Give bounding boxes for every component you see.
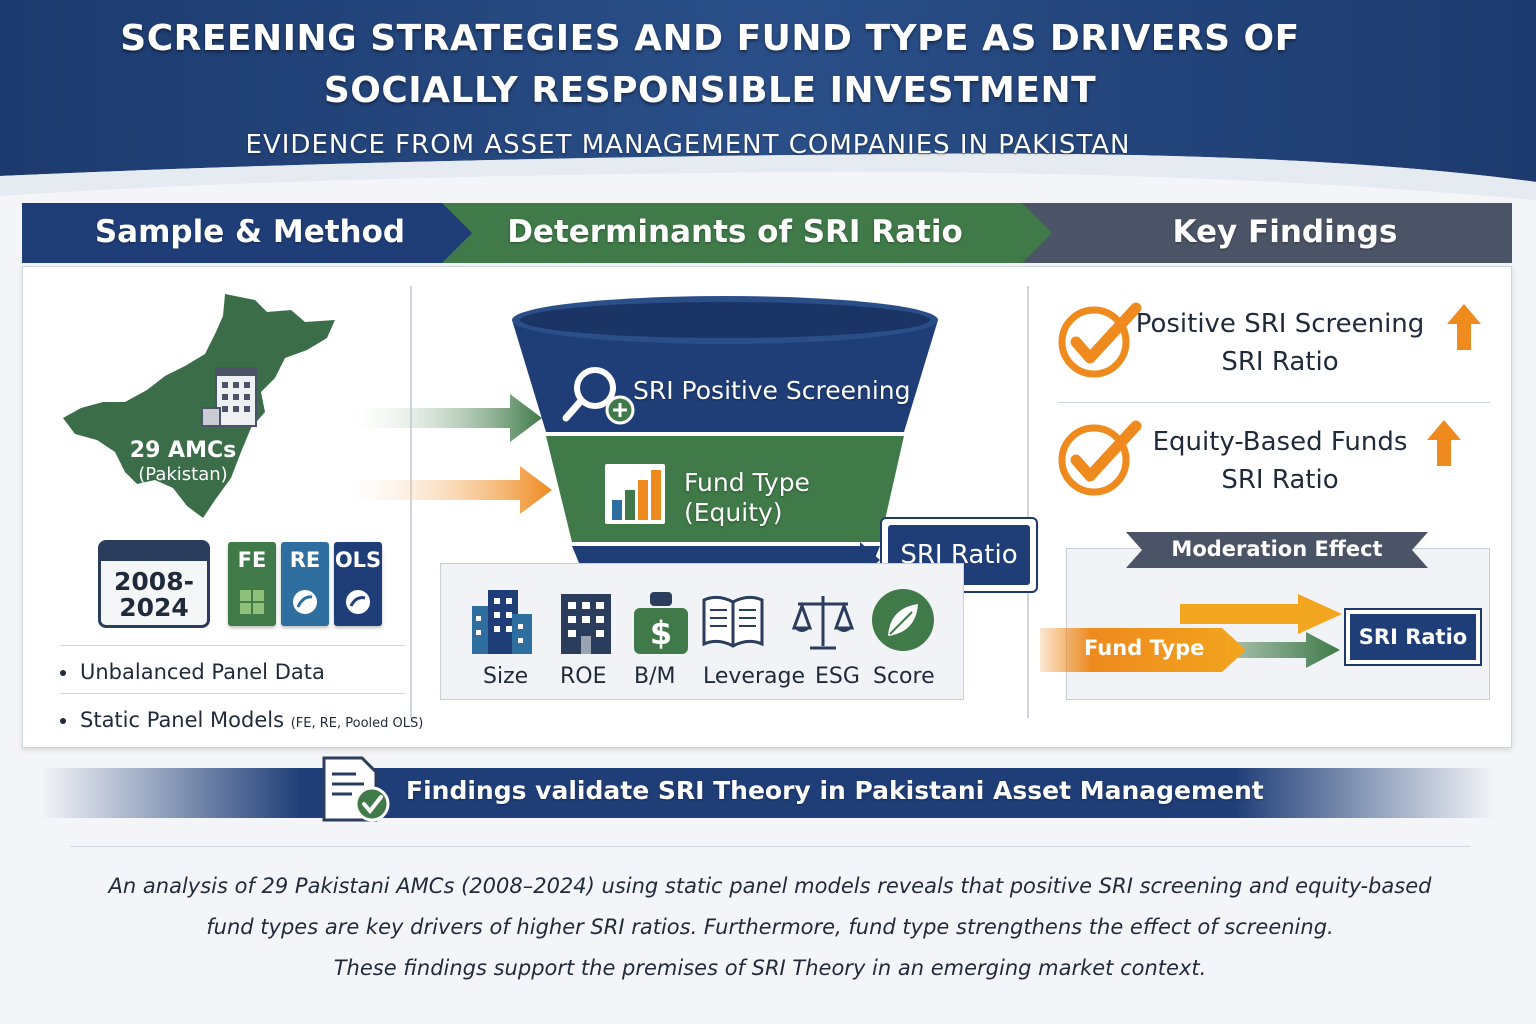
- footer-line-2: fund types are key drivers of higher SRI…: [206, 915, 1334, 939]
- divider-line: [60, 693, 405, 694]
- office-building-icon: [201, 367, 257, 427]
- curve-icon: [346, 590, 370, 614]
- moderation-arrows: [1040, 594, 1342, 672]
- section-band: [22, 203, 1512, 263]
- footer-divider: [70, 846, 1470, 847]
- amc-country: (Pakistan): [138, 464, 228, 485]
- column-divider: [410, 286, 412, 718]
- model-badge-re: RE: [281, 542, 329, 626]
- control-leverage: Leverage: [703, 664, 805, 689]
- footer-line-1: An analysis of 29 Pakistani AMCs (2008–2…: [108, 874, 1432, 898]
- moderation-sri-ratio: SRI Ratio: [1344, 608, 1482, 666]
- sample-period: 2008- 2024: [114, 567, 194, 622]
- grid-icon: [240, 590, 264, 614]
- model-badge-ols: OLS: [334, 542, 382, 626]
- moderation-fund-type: Fund Type: [1084, 636, 1205, 660]
- control-size: Size: [483, 664, 529, 689]
- layer-fund-type: Fund Type (Equity): [684, 468, 810, 527]
- finding-equity-funds: Equity-Based Funds SRI Ratio: [1152, 427, 1408, 495]
- bullet-panel-data: Unbalanced Panel Data: [60, 660, 325, 684]
- leaf-icon: [872, 589, 934, 651]
- money-bag-icon: $: [634, 592, 688, 654]
- layer-positive-screening: SRI Positive Screening: [633, 376, 911, 405]
- pakistan-map-icon: [63, 294, 335, 518]
- footer-line-3: These findings support the premises of S…: [333, 956, 1207, 980]
- divider-line: [1058, 402, 1490, 403]
- control-bm: B/M: [634, 664, 676, 689]
- amc-count: 29 AMCs: [129, 438, 237, 463]
- svg-text:$: $: [650, 614, 672, 652]
- model-label-ols: OLS: [334, 548, 382, 572]
- calendar-icon: 2008- 2024: [98, 540, 210, 628]
- model-label-re: RE: [289, 548, 321, 572]
- section-determinants: Determinants of SRI Ratio: [507, 214, 963, 250]
- curve-icon: [293, 590, 317, 614]
- page-title-line-1: SCREENING STRATEGIES AND FUND TYPE AS DR…: [120, 18, 1300, 59]
- model-badge-fe: FE: [228, 542, 276, 626]
- moderation-title-ribbon: [1126, 532, 1428, 568]
- section-sample-method: Sample & Method: [94, 214, 406, 250]
- model-label-fe: FE: [237, 548, 267, 572]
- section-key-findings: Key Findings: [1172, 214, 1398, 250]
- balance-scale-icon: [791, 596, 855, 650]
- control-esg: ESG: [815, 664, 860, 689]
- page-title-line-2: SOCIALLY RESPONSIBLE INVESTMENT: [323, 70, 1097, 111]
- office-tower-icon: [561, 594, 611, 654]
- input-arrow-fund-type: [350, 466, 552, 514]
- arrow-up-icon: [1447, 304, 1481, 350]
- conclusion-text: Findings validate SRI Theory in Pakistan…: [406, 776, 1264, 805]
- column-divider: [1027, 286, 1029, 718]
- magnifier-plus-icon: [562, 367, 635, 425]
- control-roe: ROE: [560, 664, 607, 689]
- divider-line: [60, 645, 405, 646]
- document-check-icon: [322, 756, 390, 822]
- header-background: [0, 0, 1536, 200]
- buildings-icon: [472, 590, 532, 654]
- finding-positive-screening: Positive SRI Screening SRI Ratio: [1135, 309, 1425, 377]
- input-arrow-screening: [350, 394, 542, 442]
- conclusion-banner: [40, 768, 1496, 818]
- page-subtitle: EVIDENCE FROM ASSET MANAGEMENT COMPANIES…: [245, 130, 1131, 160]
- checkmark-circle-icon: [1058, 302, 1142, 378]
- arrow-up-icon: [1427, 420, 1461, 466]
- checkmark-circle-icon: [1058, 420, 1142, 496]
- control-score: Score: [873, 664, 935, 689]
- bullet-panel-models: Static Panel Models (FE, RE, Pooled OLS): [60, 708, 423, 732]
- bar-chart-icon: [605, 464, 665, 524]
- moderation-title: Moderation Effect: [1171, 537, 1383, 561]
- book-icon: [702, 595, 764, 648]
